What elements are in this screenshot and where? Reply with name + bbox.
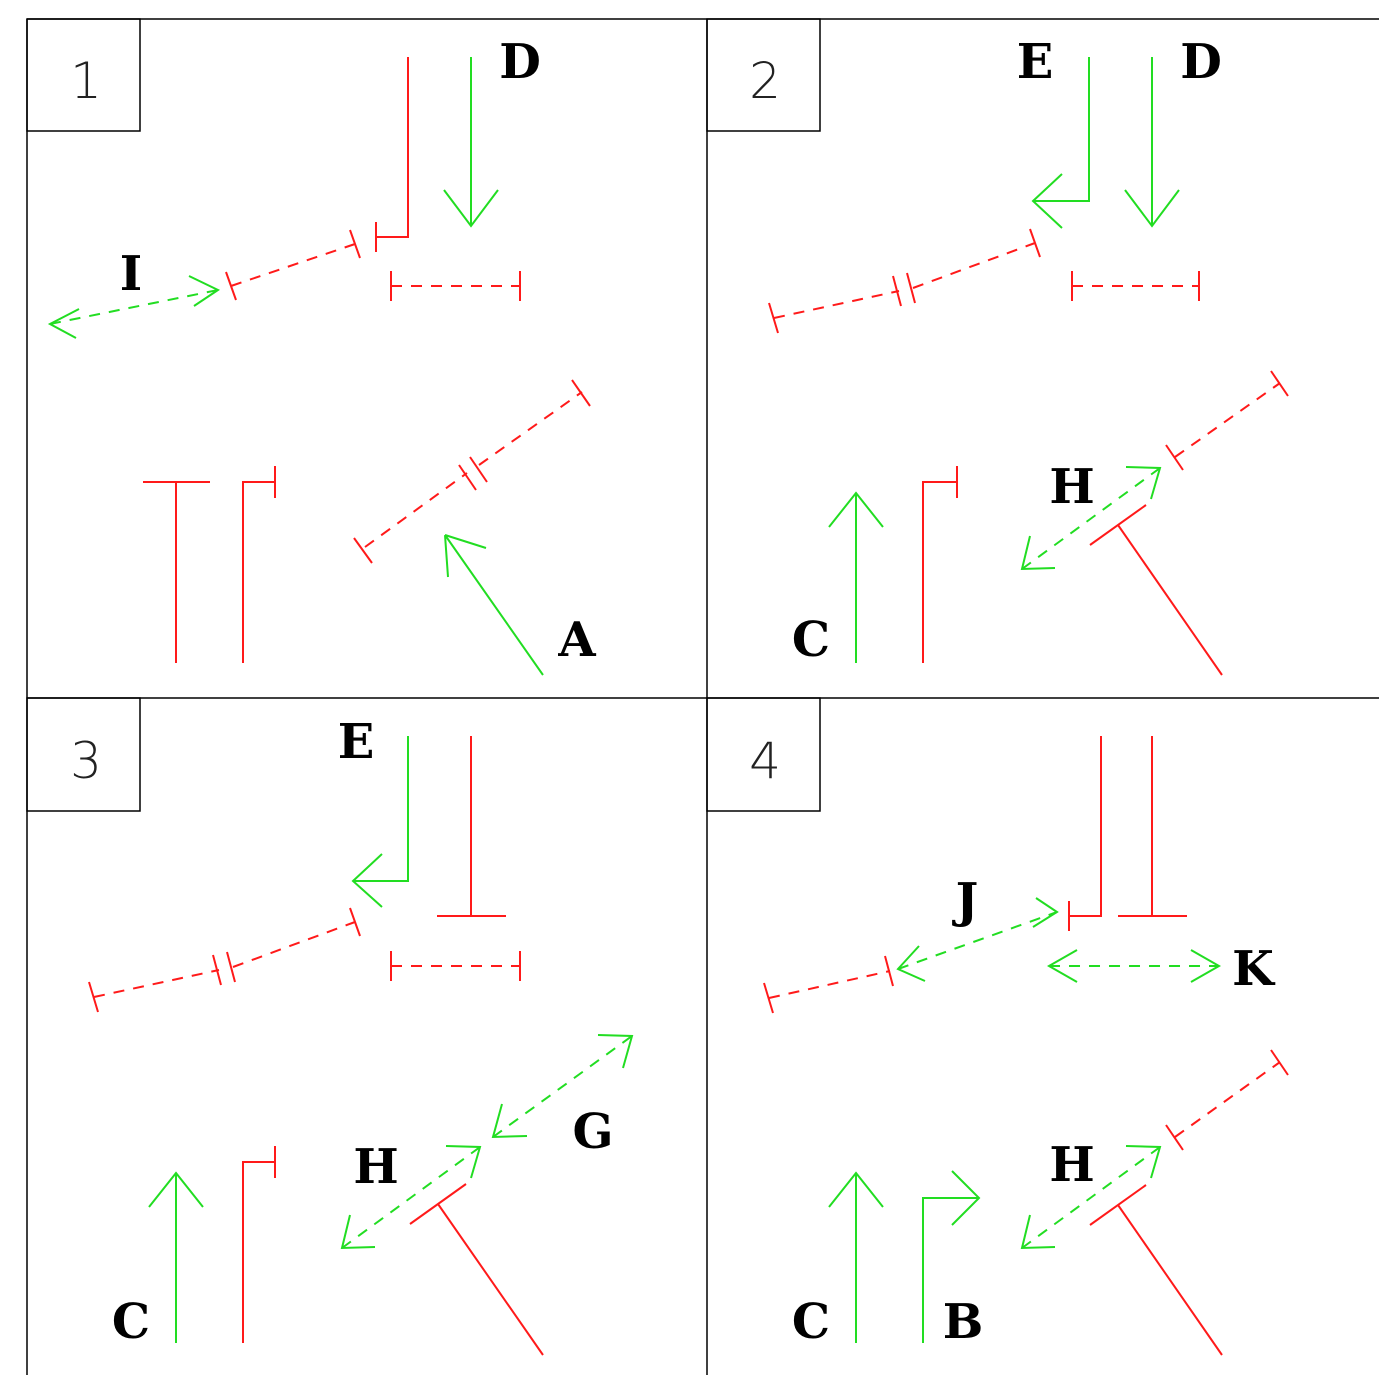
- panel-1: 1 D I A: [26, 18, 596, 676]
- stop-through-south: [437, 736, 506, 917]
- panel-3: 3 E C H G: [26, 697, 634, 1356]
- movement-label: K: [1232, 941, 1276, 997]
- panel-number-box: [706, 697, 821, 812]
- stop-right-turn-south: [242, 1146, 276, 1343]
- crosswalk-stop-west: [230, 243, 356, 287]
- arrow-through-south-D: [443, 57, 499, 228]
- pedestrian-arrowheads: [340, 1145, 482, 1250]
- panel-number: 2: [749, 52, 781, 110]
- movement-label: E: [1017, 34, 1054, 90]
- arrow-through-north-C: [828, 1171, 884, 1343]
- arrow-right-turn-E: [1031, 57, 1090, 229]
- stop-left-turn-north: [1089, 1184, 1223, 1356]
- pedestrian-walk-east-H: [341, 1146, 481, 1249]
- panel-number-box: [26, 18, 141, 132]
- movement-label: D: [1180, 34, 1222, 90]
- crosswalk-end-ticks: [1071, 271, 1200, 301]
- panel-number: 4: [749, 732, 781, 790]
- crosswalk-end-ticks: [1165, 1049, 1289, 1151]
- pedestrian-walk-west-I: [49, 289, 219, 325]
- movement-label: J: [952, 873, 979, 929]
- arrow-through-north-C: [828, 491, 884, 663]
- crosswalk-stop-east: [1174, 382, 1281, 458]
- panel-number: 1: [70, 52, 102, 110]
- crosswalk-end-ticks: [390, 951, 521, 981]
- arrow-right-turn-B: [922, 1170, 981, 1343]
- crosswalk-stop-west: [768, 970, 891, 999]
- movement-label: H: [1049, 1137, 1094, 1193]
- stop-left-turn-north: [409, 1183, 544, 1356]
- panel-2: 2 E D C H: [706, 18, 1289, 676]
- crosswalk-end-ticks: [768, 228, 1041, 334]
- crosswalk-end-ticks: [88, 907, 361, 1013]
- crosswalk-end-ticks: [225, 229, 361, 301]
- stop-through-south: [1118, 736, 1187, 917]
- pedestrian-walk-east-H: [1021, 467, 1161, 570]
- movement-label: D: [499, 34, 541, 90]
- pedestrian-walk-east-G: [492, 1035, 633, 1138]
- pedestrian-arrowheads: [47, 275, 221, 339]
- crosswalk-stop-west: [773, 242, 1036, 319]
- crosswalk-stop-west: [93, 921, 356, 998]
- pedestrian-arrowheads: [896, 897, 1059, 982]
- crosswalk-end-ticks: [1165, 370, 1289, 471]
- crosswalk-end-ticks: [353, 379, 591, 564]
- movement-label: G: [573, 1104, 614, 1160]
- movement-label: I: [120, 246, 142, 302]
- movement-label: B: [943, 1294, 984, 1350]
- arrow-through-south-D: [1124, 57, 1180, 228]
- pedestrian-arrowheads: [1020, 1145, 1162, 1250]
- panel-number: 3: [70, 732, 102, 790]
- movement-label: H: [1049, 459, 1094, 515]
- arrow-left-turn-A: [444, 534, 544, 676]
- panel-number-box: [706, 18, 821, 132]
- arrow-through-north-C: [148, 1171, 204, 1343]
- movement-label: C: [112, 1294, 150, 1350]
- movement-label: C: [792, 612, 830, 668]
- crosswalk-end-ticks: [390, 271, 521, 301]
- movement-label: H: [353, 1139, 398, 1195]
- pedestrian-arrowheads: [491, 1034, 634, 1139]
- pedestrian-walk-east-H: [1021, 1146, 1161, 1249]
- movement-label: A: [557, 612, 596, 668]
- stop-right-turn-north: [375, 57, 409, 252]
- stop-left-turn-north: [1089, 504, 1223, 676]
- pedestrian-arrowheads: [1020, 466, 1162, 571]
- panel-number-box: [26, 697, 141, 812]
- stop-right-turn-north: [1068, 736, 1102, 931]
- arrow-right-turn-E: [351, 736, 409, 908]
- crosswalk-stop-east: [1174, 1061, 1281, 1138]
- crosswalk-stop-east: [364, 391, 583, 548]
- movement-label: E: [338, 714, 375, 770]
- stop-right-turn-south: [922, 466, 958, 663]
- pedestrian-arrowheads: [1046, 949, 1222, 983]
- stop-through-south: [143, 481, 210, 663]
- pedestrian-walk-west-J: [897, 911, 1058, 970]
- grid-frame: [26, 18, 1379, 1375]
- panel-4: 4 K J C B H: [706, 697, 1289, 1356]
- stop-right-turn-south: [242, 466, 276, 663]
- crosswalk-end-ticks: [763, 955, 894, 1014]
- movement-label: C: [792, 1294, 830, 1350]
